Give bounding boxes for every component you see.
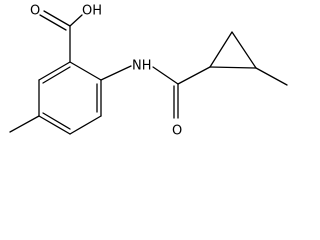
benzene-ring	[38, 61, 102, 135]
cyclopropane-bond-2	[231, 31, 257, 69]
cyclopropane-bond-3	[209, 66, 257, 69]
ring-bond-c6-c1-inner	[42, 66, 71, 84]
bond-carbonyl-outer	[43, 10, 71, 27]
bond-cyclopropane-methyl	[255, 67, 288, 86]
amide-oxygen-label: O	[172, 124, 182, 139]
cyclopropane-bond-1	[209, 31, 233, 68]
carboxyl-group	[39, 10, 83, 63]
ring-bond-c4-c5-inner	[42, 112, 71, 130]
amine-label: NH	[132, 59, 152, 74]
hydroxyl-label: OH	[82, 4, 102, 19]
bond-carbonyl-inner	[39, 14, 67, 31]
bond-ring-nh	[100, 65, 132, 81]
ring-bond-c3-c4	[69, 115, 102, 135]
bond-carboxyl-hydroxyl	[69, 14, 83, 27]
carboxyl-oxygen-label: O	[30, 4, 40, 19]
bond-nh-carbonyl	[152, 66, 179, 85]
ring-bond-c6-c1	[38, 61, 71, 81]
bond-ring-methyl	[9, 115, 40, 133]
amide-group	[100, 65, 211, 119]
ring-bond-c4-c5	[38, 115, 71, 135]
bond-carbonyl-cyclopropyl	[177, 66, 211, 85]
molecule-structure: O OH NH O	[9, 4, 288, 139]
cyclopropane-ring	[209, 31, 288, 86]
ring-bond-c1-c2	[69, 61, 102, 81]
